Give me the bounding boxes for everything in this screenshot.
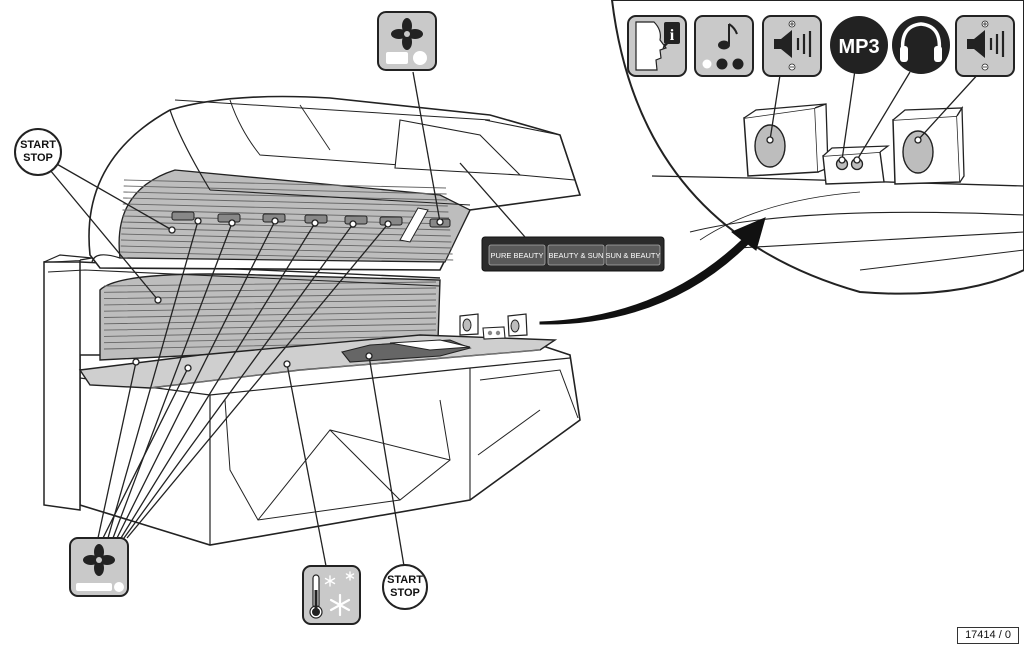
body-fan-icon[interactable] (69, 537, 129, 597)
start-stop-bottom-line1: START (387, 574, 423, 586)
start-stop-button-label-left[interactable]: START STOP (14, 128, 62, 176)
zoom-arrow (539, 217, 766, 325)
start-stop-left-line2: STOP (23, 152, 53, 164)
start-stop-button-label-bottom[interactable]: START STOP (382, 564, 428, 610)
thermometer-snowflake-icon[interactable] (302, 565, 361, 625)
mode-button-pure-beauty-label: PURE BEAUTY (491, 251, 544, 260)
bed-speakers (459, 313, 528, 340)
zoom-speaker-right (892, 105, 965, 185)
zoom-speaker-left (743, 103, 829, 177)
leader-lines (49, 69, 981, 567)
mode-button-sun-beauty-label: SUN & BEAUTY (605, 251, 660, 260)
mode-button-beauty-sun[interactable]: BEAUTY & SUN (547, 244, 605, 266)
body-start-stop-pad[interactable] (341, 339, 472, 363)
mode-button-pure-beauty[interactable]: PURE BEAUTY (488, 244, 546, 266)
info-voice-icon[interactable]: i (627, 15, 687, 77)
speaker-volume-icon-right[interactable] (955, 15, 1015, 77)
mode-button-beauty-sun-label: BEAUTY & SUN (549, 251, 604, 260)
svg-text:i: i (670, 27, 675, 44)
mp3-label: MP3 (838, 36, 879, 58)
start-stop-left-line1: START (20, 139, 56, 151)
headphones-icon[interactable] (892, 16, 950, 74)
tanning-bed-canopy (88, 95, 582, 271)
tanning-bed-base (43, 254, 581, 546)
facial-fan-icon[interactable] (377, 11, 437, 71)
mp3-input-icon[interactable]: MP3 (830, 16, 888, 74)
figure-number: 17414 / 0 (957, 627, 1019, 644)
mode-button-sun-beauty[interactable]: SUN & BEAUTY (605, 244, 661, 266)
music-note-icon[interactable] (694, 15, 754, 77)
zoom-audio-jack-box (822, 145, 890, 185)
mode-selector-panel: PURE BEAUTY BEAUTY & SUN SUN & BEAUTY (481, 236, 665, 272)
start-stop-bottom-line2: STOP (390, 587, 420, 599)
leader-endpoints (132, 136, 922, 372)
speaker-volume-icon-left[interactable] (762, 15, 822, 77)
